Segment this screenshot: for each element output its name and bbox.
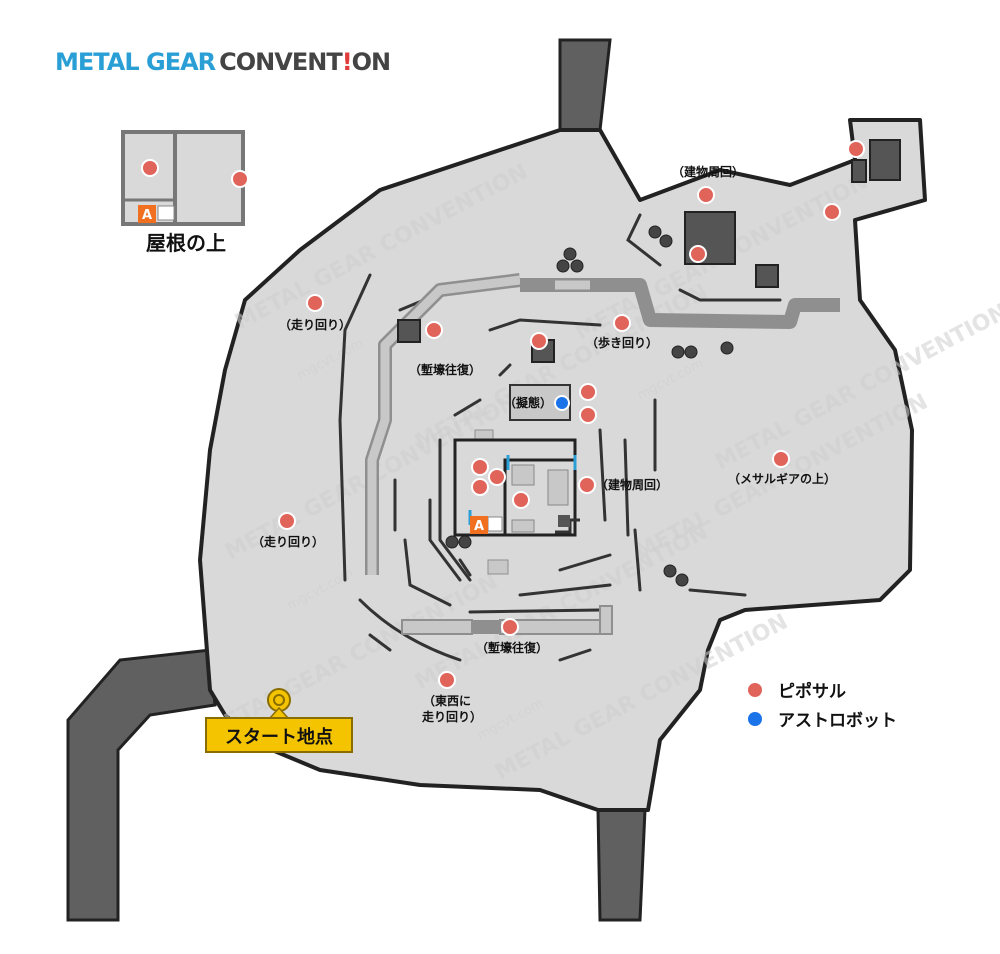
pipo-monkey-marker bbox=[530, 332, 548, 350]
pipo-monkey-marker bbox=[471, 478, 489, 496]
legend-astro-bot-label: アストロボット bbox=[778, 711, 897, 731]
ring2-nw bbox=[488, 318, 602, 332]
label-on-metal-gear: （メサルギアの上） bbox=[728, 471, 836, 486]
wall-northeast-2 bbox=[678, 288, 782, 302]
pipo-monkey-markers bbox=[141, 140, 865, 689]
legend: ピポサル アストロボット bbox=[748, 681, 897, 731]
rooftop-inset: 屋根の上 bbox=[121, 130, 245, 255]
barrels bbox=[445, 225, 734, 587]
legend-pipo-monkey-swatch bbox=[748, 683, 762, 697]
label-trench-upper: （塹壕往復） bbox=[409, 362, 481, 377]
pipo-monkey-marker bbox=[231, 170, 249, 188]
svg-text:A: A bbox=[142, 208, 152, 223]
wall-lower-right bbox=[558, 648, 592, 662]
ring3-s bbox=[468, 608, 602, 614]
pipo-monkey-marker bbox=[578, 476, 596, 494]
label-building-loop-top: （建物周回） bbox=[672, 164, 744, 179]
label-run-loop-upper: （走り回り） bbox=[279, 317, 351, 332]
svg-text:A: A bbox=[474, 519, 484, 534]
barrier-south-post bbox=[599, 605, 613, 635]
pipo-monkey-marker bbox=[579, 383, 597, 401]
astro-bot-marker bbox=[554, 395, 570, 411]
ring2-w bbox=[453, 398, 482, 417]
ring3-sw bbox=[403, 538, 452, 607]
label-trench-lower: （塹壕往復） bbox=[476, 640, 548, 655]
barrier-north-inner bbox=[367, 275, 521, 575]
label-east-west-1: （東西に bbox=[423, 693, 471, 708]
ring2-s bbox=[518, 583, 612, 597]
path-southwest bbox=[66, 648, 217, 922]
pipo-monkey-marker bbox=[141, 159, 159, 177]
wall-lower-left bbox=[368, 633, 392, 652]
logo-metal-gear: METAL GEAR bbox=[55, 48, 216, 76]
wall-east-lower bbox=[688, 588, 747, 597]
logo-convent: CONVENT bbox=[219, 48, 343, 76]
route-labels: （建物周回） （走り回り） （塹壕往復） （歩き回り） （擬態） （建物周回） … bbox=[252, 164, 836, 724]
pipo-monkey-marker bbox=[772, 450, 790, 468]
ring1-sw bbox=[458, 558, 472, 577]
start-label: スタート地点 bbox=[225, 726, 333, 748]
ring3-se bbox=[633, 528, 642, 592]
pipo-monkey-marker bbox=[488, 468, 506, 486]
path-south bbox=[596, 808, 647, 922]
ring2-e bbox=[623, 438, 630, 537]
pipo-monkey-marker bbox=[471, 458, 489, 476]
rooftop-label: 屋根の上 bbox=[146, 231, 226, 255]
ring2-sw bbox=[428, 498, 462, 582]
access-marker-center: A bbox=[470, 516, 488, 534]
pipo-monkey-marker bbox=[579, 406, 597, 424]
start-point: スタート地点 bbox=[205, 688, 353, 753]
ring1-w bbox=[438, 438, 472, 582]
ring1-se bbox=[558, 553, 612, 572]
pipo-monkey-marker bbox=[306, 294, 324, 312]
pipo-monkey-marker bbox=[438, 671, 456, 689]
legend-pipo-monkey-label: ピポサル bbox=[778, 681, 846, 702]
barriers bbox=[365, 273, 840, 635]
pipo-monkey-marker bbox=[425, 321, 443, 339]
wall-northeast bbox=[626, 213, 662, 267]
barrier-south-dark bbox=[472, 620, 500, 634]
access-marker-rooftop: A bbox=[138, 205, 156, 223]
pipo-monkey-marker bbox=[847, 140, 865, 158]
pipo-monkey-marker bbox=[823, 203, 841, 221]
pipo-monkey-marker bbox=[613, 314, 631, 332]
label-walk-loop: （歩き回り） bbox=[586, 335, 658, 350]
pipo-monkey-marker bbox=[512, 491, 530, 509]
pipo-monkey-marker bbox=[697, 186, 715, 204]
label-east-west-2: 走り回り） bbox=[422, 709, 482, 724]
pipo-monkey-marker bbox=[689, 245, 707, 263]
pipo-monkey-marker bbox=[501, 618, 519, 636]
ring1-n bbox=[498, 363, 512, 377]
legend-astro-bot-swatch bbox=[748, 712, 762, 726]
pipo-monkey-marker bbox=[278, 512, 296, 530]
ring1-e bbox=[598, 428, 607, 522]
block-south-step bbox=[487, 559, 509, 575]
logo-on: ON bbox=[352, 48, 391, 76]
barrier-south bbox=[401, 619, 473, 635]
label-run-loop-lower: （走り回り） bbox=[252, 534, 324, 549]
barrier-northeast bbox=[520, 278, 840, 329]
outer-wall-west bbox=[338, 273, 372, 582]
label-mimicry: （擬態） bbox=[504, 395, 552, 410]
logo-exclaim: ! bbox=[342, 48, 352, 76]
label-building-loop-center: （建物周回） bbox=[596, 477, 668, 492]
